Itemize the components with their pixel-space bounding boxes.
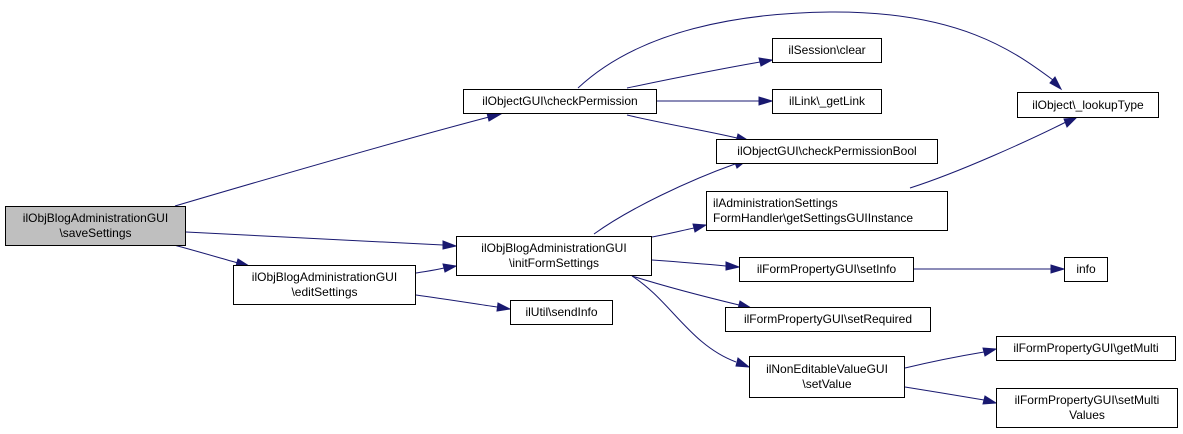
node-label-line: \saveSettings — [59, 226, 132, 240]
arrowhead — [982, 347, 998, 357]
node-session-clear[interactable]: ilSession\clear — [772, 38, 882, 63]
node-link-get-link[interactable]: ilLink\_getLink — [772, 89, 882, 114]
node-label-line: ilObjectGUI\checkPermission — [482, 94, 638, 108]
node-set-value[interactable]: ilNonEditableValueGUI \setValue — [749, 356, 905, 398]
node-label-line: ilFormPropertyGUI\setInfo — [756, 262, 897, 276]
node-label-line: ilObjBlogAdministrationGUI — [481, 241, 627, 255]
node-label-line: ilAdministrationSettings — [713, 196, 838, 210]
arrowhead — [758, 96, 774, 106]
node-edit-settings[interactable]: ilObjBlogAdministrationGUI \editSettings — [233, 265, 416, 305]
node-label-line: ilObject\_lookupType — [1032, 97, 1144, 112]
edge-set-value-to-get-multi — [904, 351, 985, 369]
node-label-line: ilSession\clear — [788, 43, 866, 57]
node-set-info[interactable]: ilFormPropertyGUI\setInfo — [739, 257, 914, 282]
edge-edit-settings-to-init-form-settings — [415, 267, 445, 274]
node-check-permission[interactable]: ilObjectGUI\checkPermission — [463, 89, 657, 114]
node-check-permission-bool[interactable]: ilObjectGUI\checkPermissionBool — [716, 139, 938, 164]
edge-save-settings-to-init-form-settings — [185, 231, 444, 246]
node-label-line: Values — [1069, 408, 1105, 422]
arrowhead — [758, 57, 774, 67]
edge-init-form-settings-to-check-permission-bool — [593, 163, 736, 235]
edge-edit-settings-to-send-info — [415, 294, 498, 308]
node-info[interactable]: info — [1064, 257, 1108, 282]
arrowhead — [735, 357, 751, 368]
node-label-line: FormHandler\getSettingsGUIInstance — [713, 211, 914, 225]
edge-check-permission-to-session-clear — [626, 61, 761, 89]
edge-init-form-settings-to-set-info — [651, 259, 727, 267]
arrowhead — [692, 223, 708, 233]
node-label-line: ilFormPropertyGUI\getMulti — [1013, 341, 1159, 355]
edge-set-value-to-set-multi-values — [904, 386, 985, 401]
node-set-required[interactable]: ilFormPropertyGUI\setRequired — [725, 307, 931, 332]
node-label-line: ilObjBlogAdministrationGUI — [251, 270, 398, 284]
arrowhead — [486, 112, 503, 122]
node-label-line: \editSettings — [291, 285, 358, 299]
arrowhead — [442, 240, 458, 250]
node-label-line: ilFormPropertyGUI\setRequired — [743, 312, 913, 326]
node-label-line: ilFormPropertyGUI\setMulti — [1014, 393, 1160, 407]
node-label-line: ilObjectGUI\checkPermissionBool — [737, 144, 917, 158]
edge-init-form-settings-to-set-required — [631, 275, 740, 306]
node-label-line: \initFormSettings — [508, 256, 600, 270]
node-label-line: ilNonEditableValueGUI — [766, 362, 888, 376]
edge-init-form-settings-to-set-value — [631, 275, 737, 363]
edge-check-permission-to-check-permission-bool — [626, 114, 738, 139]
node-get-multi[interactable]: ilFormPropertyGUI\getMulti — [996, 336, 1176, 361]
arrowhead — [1050, 264, 1066, 274]
node-send-info[interactable]: ilUtil\sendInfo — [510, 300, 613, 325]
node-get-settings-gui-instance[interactable]: ilAdministrationSettings FormHandler\get… — [706, 191, 948, 231]
edge-save-settings-to-check-permission — [174, 116, 490, 207]
edge-init-form-settings-to-get-settings-gui-instance — [651, 227, 695, 238]
arrowhead — [982, 395, 998, 405]
node-save-settings: ilObjBlogAdministrationGUI \saveSettings — [5, 206, 186, 246]
node-label-line: ilObjBlogAdministrationGUI — [22, 211, 169, 225]
arrowhead — [496, 302, 512, 312]
arrowhead — [1049, 76, 1063, 91]
arrowhead — [1063, 117, 1078, 128]
node-label-line: info — [1076, 262, 1096, 276]
node-label-line: ilUtil\sendInfo — [525, 305, 598, 319]
node-label-line: \setValue — [802, 377, 852, 391]
edge-save-settings-to-edit-settings — [173, 244, 239, 264]
edge-check-permission-to-lookup-type — [577, 11, 1054, 89]
node-lookup-type[interactable]: ilObject\_lookupType — [1017, 92, 1159, 118]
node-label-line: ilLink\_getLink — [788, 94, 866, 108]
arrowhead — [725, 261, 741, 271]
edge-get-settings-gui-instance-to-lookup-type — [909, 121, 1067, 189]
node-set-multi-values[interactable]: ilFormPropertyGUI\setMulti Values — [996, 388, 1178, 428]
arrowhead — [442, 263, 458, 273]
node-init-form-settings[interactable]: ilObjBlogAdministrationGUI \initFormSett… — [456, 236, 652, 276]
